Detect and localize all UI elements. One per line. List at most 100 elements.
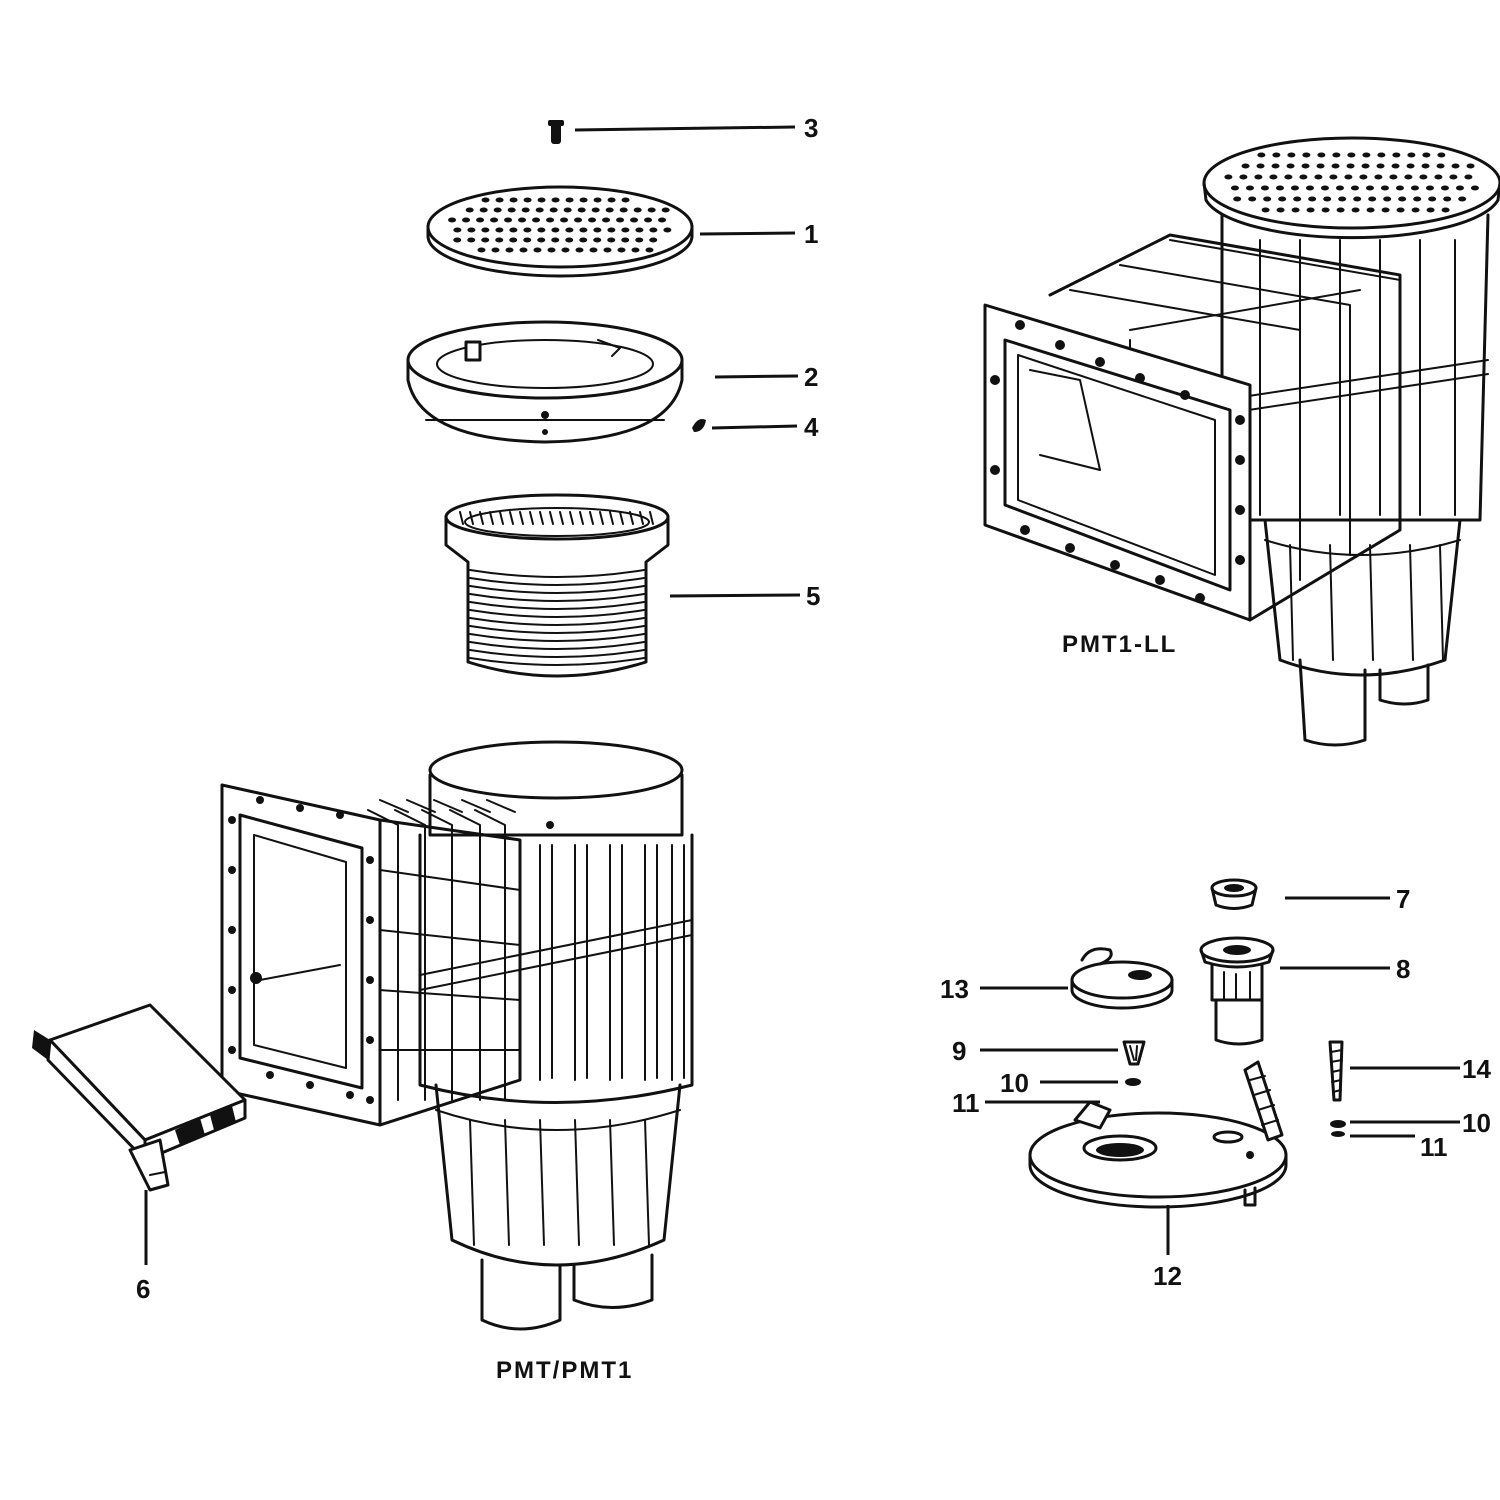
ll-lid-hole [1269,174,1278,180]
basket-slat [469,609,645,618]
flange-hole [366,976,374,984]
ll-lid-hole [1302,152,1311,158]
ll-lid-hole [1359,174,1368,180]
lid-hole [551,227,560,233]
lid-hole [633,207,642,213]
alt-skimmer-body [983,136,1500,747]
basket-rim-slot [459,511,464,525]
ll-lid-hole [1407,152,1416,158]
lid-hole [591,207,600,213]
ll-lid-hole [1426,207,1435,213]
ll-lid-hole [1419,174,1428,180]
flange-hole [228,926,236,934]
ll-throat-divider [1129,289,1361,331]
cage-bar [367,809,399,1101]
part-11-washer-right [1331,1131,1345,1137]
lid-hole [617,247,626,253]
ll-lid-hole [1451,163,1460,169]
flange-hole [366,1096,374,1104]
basket-slat [469,641,645,650]
ll-lid-hole [1308,196,1317,202]
ll-lid-hole [1398,196,1407,202]
ll-lid-hole [1353,196,1362,202]
ll-flange-hole [1155,575,1165,585]
lid-hole [518,217,527,223]
ll-lid-hole [1230,185,1239,191]
lid-hole [519,247,528,253]
ll-lid-hole [1271,163,1280,169]
ll-lid-hole [1351,207,1360,213]
lower-rib [644,1119,650,1246]
lid-hole [509,237,518,243]
ll-lid-hole [1299,174,1308,180]
basket-rim-slot [609,511,614,525]
basket-rim-slot [489,511,494,525]
lid-hole [605,207,614,213]
lid-hole [481,227,490,233]
ll-lid-hole [1350,185,1359,191]
part-13-plate [1070,947,1174,1010]
ll-flange-hole [1235,455,1245,465]
part-14-long-screw [1328,1040,1344,1102]
lid-hole [521,207,530,213]
callout-12: 12 [1153,1261,1182,1291]
basket-rim-slot [639,511,644,525]
lid-hole [579,237,588,243]
flange-hole [228,1046,236,1054]
lower-rib [504,1119,510,1246]
lid-hole [575,247,584,253]
ll-lower-rib [1329,544,1334,661]
ll-lid-hole [1314,174,1323,180]
callout-10-left: 10 [1000,1068,1029,1098]
ll-lid-hole [1245,185,1254,191]
ll-flange-hole [1135,373,1145,383]
lid-hole [533,247,542,253]
ll-lid-hole [1317,152,1326,158]
ll-lid-hole [1362,152,1371,158]
ll-lid-hole [1321,207,1330,213]
part-10-washer-right [1330,1120,1346,1128]
lid-hole [448,217,457,223]
ll-lid-hole [1316,163,1325,169]
part-7-cap [1210,878,1258,910]
basket-rim-slot [479,511,484,525]
lower-rib [539,1119,545,1246]
ll-lid-hole [1374,174,1383,180]
lid-hole [593,237,602,243]
basket-slat [469,569,645,578]
basket-rim-slot [559,511,564,525]
callout-13: 13 [940,974,969,1004]
ll-lid-hole [1441,207,1450,213]
flange-hole [296,804,304,812]
ll-lid-hole [1272,152,1281,158]
main-skimmer-body [220,740,694,1331]
lid-hole [579,227,588,233]
ll-lid-hole [1284,174,1293,180]
basket-rim-slot [619,511,624,525]
part-3-screw [548,120,564,144]
lid-hole [481,237,490,243]
ll-lid-hole [1263,196,1272,202]
ll-lid-hole [1335,185,1344,191]
ll-lid-hole [1406,163,1415,169]
flange-hole [306,1081,314,1089]
ll-lid-hole [1257,152,1266,158]
ll-lid-hole [1377,152,1386,158]
cage-bar [394,809,426,1101]
ll-lid-hole [1396,207,1405,213]
ll-lid-hole [1440,185,1449,191]
lid-hole [493,207,502,213]
cage-bar [474,809,506,1101]
part-1-skimmer-lid [426,185,694,278]
lid-hole [504,217,513,223]
basket-slat [469,617,645,626]
ll-lid-hole [1391,163,1400,169]
lid-hole [507,207,516,213]
basket-slat [469,585,645,594]
cage-bar-top [433,799,463,813]
ll-lid-hole [1336,207,1345,213]
lid-hole [523,197,532,203]
flange-hole [228,816,236,824]
ll-lid-hole [1346,163,1355,169]
